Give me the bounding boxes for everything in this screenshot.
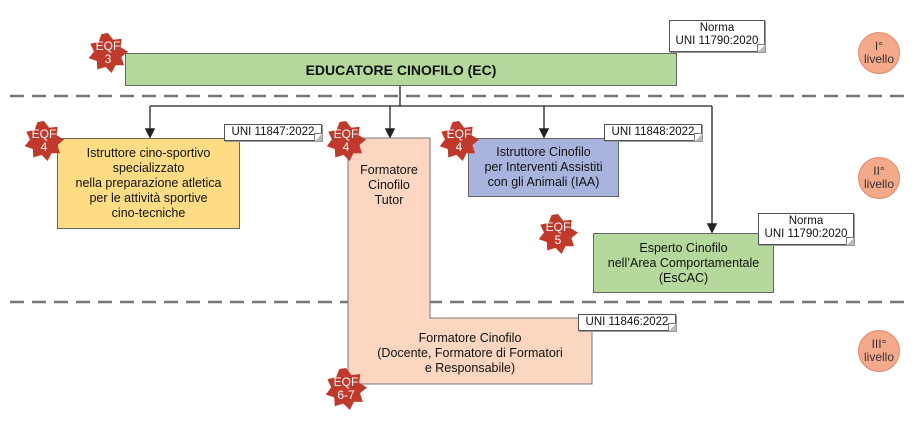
eqf-badge-educatore-text: EQF 3	[95, 39, 121, 66]
formatore-label: Formatore Cinofilo (Docente, Formatore d…	[377, 331, 563, 375]
eqf-badge-esperto: EQF 5	[538, 214, 578, 254]
istruttore-sportivo-label: Istruttore cino-sportivo specializzato n…	[75, 146, 222, 220]
eqf-badge-shape	[325, 368, 367, 410]
eqf-badge-shape	[439, 121, 479, 161]
eqf-badge-istruttore-iaa-text: EQF 4	[446, 127, 472, 154]
educatore-cinofilo-box: EDUCATORE CINOFILO (EC)	[125, 53, 677, 86]
level-3-badge: III° livello	[858, 330, 900, 372]
eqf-badge-shape	[538, 214, 578, 254]
eqf-badge-istruttore-sportivo-text: EQF 4	[31, 127, 57, 154]
eqf-badge-shape	[24, 121, 64, 161]
eqf-badge-formatore-tutor-text: EQF 4	[333, 127, 359, 154]
level-1-badge: I° livello	[858, 32, 900, 74]
eqf-badge-educatore: EQF 3	[88, 33, 128, 73]
eqf-badge-istruttore-sportivo: EQF 4	[24, 121, 64, 161]
istruttore-sportivo-box: Istruttore cino-sportivo specializzato n…	[57, 138, 240, 229]
level-2-badge: II° livello	[858, 157, 900, 199]
educatore-cinofilo-label: EDUCATORE CINOFILO (EC)	[305, 61, 497, 78]
esperto-box: Esperto Cinofilo nell’Area Comportamenta…	[593, 233, 774, 293]
norm-note-11846: UNI 11846:2022	[578, 314, 676, 331]
norm-note-top: Norma UNI 11790:2020	[669, 20, 765, 52]
norm-note-esperto: Norma UNI 11790:2020	[758, 213, 854, 245]
eqf-badge-formatore: EQF 6-7	[325, 368, 367, 410]
eqf-badge-formatore-text: EQF 6-7	[333, 375, 359, 402]
norm-note-11847: UNI 11847:2022	[224, 124, 322, 141]
norm-note-11848: UNI 11848:2022	[604, 124, 702, 141]
esperto-label: Esperto Cinofilo nell’Area Comportamenta…	[607, 240, 760, 285]
formatore-tutor-label: Formatore Cinofilo Tutor	[360, 163, 418, 207]
eqf-badge-shape	[88, 33, 128, 73]
eqf-badge-shape	[326, 121, 366, 161]
istruttore-iaa-label: Istruttore Cinofilo per Interventi Assis…	[484, 145, 603, 189]
eqf-badge-formatore-tutor: EQF 4	[326, 121, 366, 161]
eqf-badge-esperto-text: EQF 5	[545, 220, 571, 247]
eqf-badge-istruttore-iaa: EQF 4	[439, 121, 479, 161]
istruttore-iaa-box: Istruttore Cinofilo per Interventi Assis…	[468, 138, 619, 197]
